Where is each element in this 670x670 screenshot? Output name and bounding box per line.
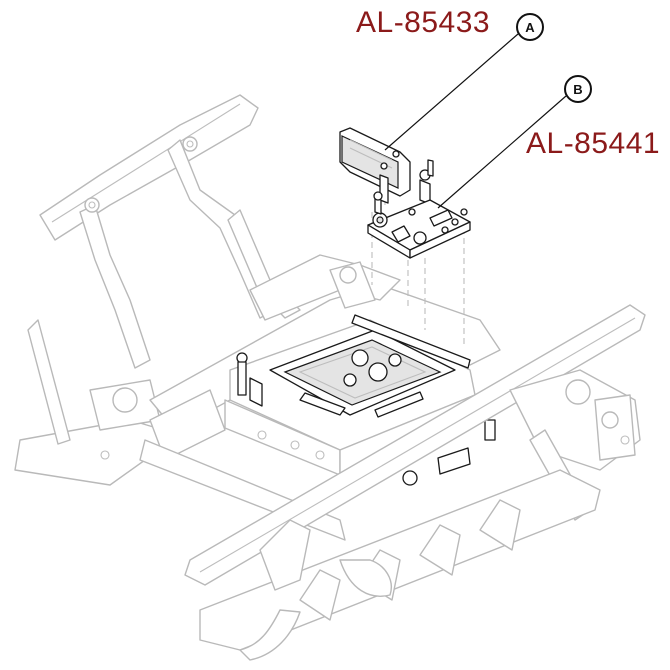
seat-back-frame — [39, 94, 301, 369]
capacitor-cluster — [343, 349, 402, 387]
part-a-control-module — [339, 127, 434, 205]
callout-b: B — [564, 75, 592, 103]
part-b-circuit-board — [367, 191, 471, 259]
front-crossbar — [184, 304, 646, 586]
foot-plate — [14, 319, 181, 486]
leader-line-b — [437, 95, 567, 209]
part-number-b: AL-85441 — [526, 127, 661, 160]
part-number-a: AL-85433 — [356, 6, 491, 39]
lower-frame — [199, 469, 601, 661]
callout-a: A — [516, 13, 544, 41]
leader-line-a — [384, 33, 519, 151]
